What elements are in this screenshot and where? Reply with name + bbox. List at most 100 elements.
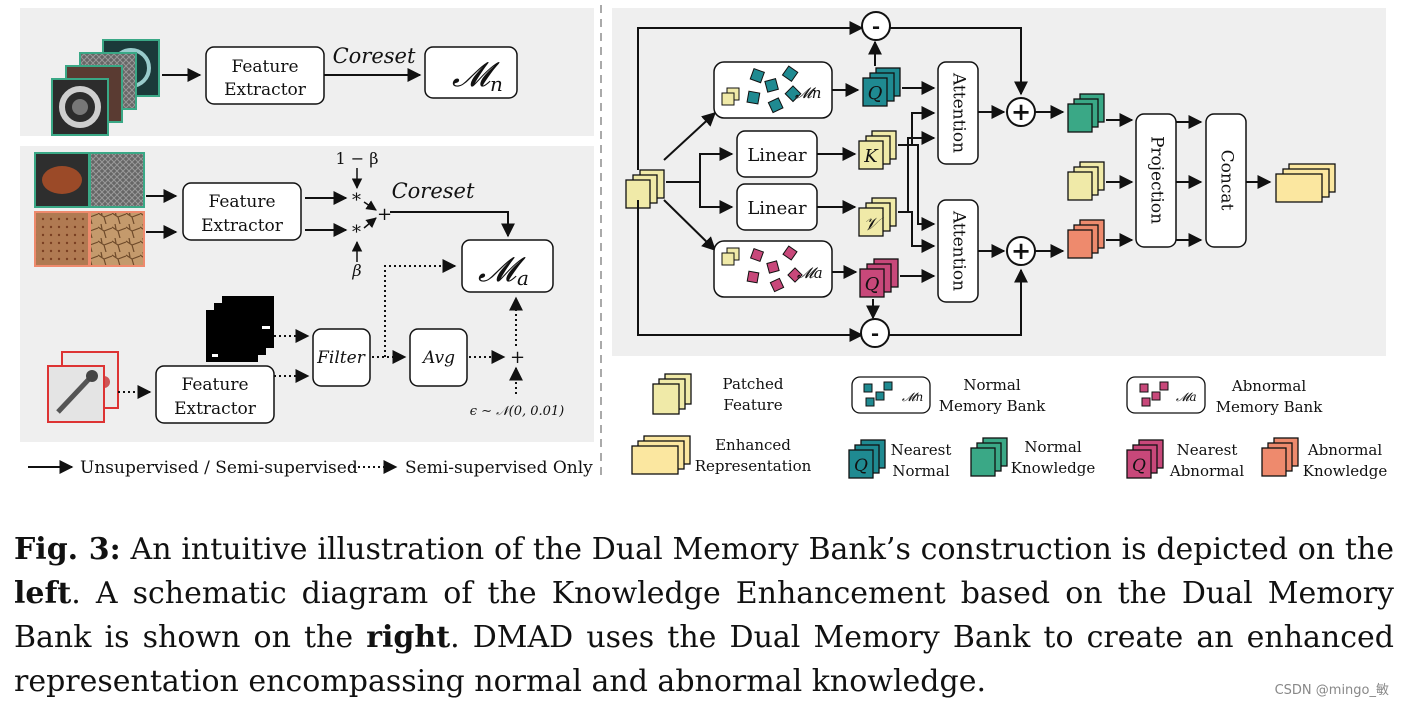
normal-knowledge-stack [1067,93,1105,133]
svg-text:Filter: Filter [316,348,366,368]
svg-text:Extractor: Extractor [201,216,284,236]
feature-extractor-mid: Feature Extractor [182,182,302,241]
legend-nearest-normal-2: Normal [892,462,949,480]
filter-box: Filter [312,328,371,387]
figure-caption: Fig. 3: An intuitive illustration of the… [14,528,1394,704]
minus-node-top: - [861,11,891,41]
times-bottom: * [352,222,361,243]
memory-bank-abnormal: 𝓜 a [461,239,554,293]
caption-label: Fig. 3: [14,532,121,567]
svg-text:𝓜n: 𝓜n [795,84,821,102]
feature-extractor-top: Feature Extractor [205,46,325,105]
svg-text:𝓜n: 𝓜n [902,390,923,404]
svg-text:Extractor: Extractor [224,80,307,100]
legend-normal-bank-2: Memory Bank [939,397,1047,415]
svg-text:Projection: Projection [1147,136,1167,224]
legend-normal-knowledge-icon [970,437,1008,477]
minus-node-bottom: - [860,318,890,348]
value-v: 𝒱 [858,197,897,237]
beta-label: β [351,261,361,280]
one-minus-beta: 1 − β [335,149,378,168]
legend-nearest-abnormal-2: Abnormal [1169,462,1244,480]
svg-text:Feature: Feature [208,192,275,212]
attention-box-bottom: Attention [937,199,979,303]
normal-memory-bank: 𝓜n [713,61,833,119]
legend-abnormal-knowledge-1: Abnormal [1307,441,1382,459]
patched-feature-middle [1067,161,1105,201]
linear-box-k: Linear [736,130,818,178]
svg-text:+: + [1011,97,1031,126]
svg-text:𝓜a: 𝓜a [797,264,823,282]
legend-patched-icon [652,373,692,415]
svg-text:-: - [871,321,879,345]
svg-text:n: n [490,72,503,96]
legend-abnormal-bank-2: Memory Bank [1216,398,1324,416]
legend-enhanced-1: Enhanced [715,436,791,454]
legend-patched-2: Feature [723,396,782,414]
legend-abnormal-knowledge-2: Knowledge [1303,462,1388,480]
nearest-abnormal-q: Q [859,258,899,298]
attention-box-top: Attention [937,61,979,165]
svg-text:Avg: Avg [421,348,455,368]
legend-normal-knowledge-1: Normal [1024,438,1081,456]
legend-solid: Unsupervised / Semi-supervised [80,458,358,478]
image-stack-top [51,39,160,136]
abnormal-memory-bank: 𝓜a [713,240,833,298]
svg-text:Linear: Linear [747,145,807,166]
nearest-normal-q: Q [862,67,901,107]
coreset-label-top: Coreset [333,44,416,68]
svg-text:Attention: Attention [949,72,969,153]
legend-normal-knowledge-2: Knowledge [1011,459,1096,477]
enhanced-representation-output [1275,163,1336,203]
projection-box: Projection [1135,113,1177,248]
svg-text:Concat: Concat [1217,150,1237,211]
svg-text:+: + [1011,236,1031,265]
plus-sum: + [377,204,392,225]
key-k: K [858,130,897,170]
legend-nearest-abnormal-icon: Q [1126,439,1164,479]
legend-abnormal-bank-icon: 𝓜a [1126,376,1206,414]
legend-abnormal-bank-1: Abnormal [1231,377,1306,395]
legend-nearest-abnormal-1: Nearest [1177,441,1238,459]
legend-nearest-normal-icon: Q [848,439,886,479]
svg-text:Feature: Feature [231,57,298,77]
legend-dotted: Semi-supervised Only [405,458,593,478]
figure-diagram: Feature Extractor Coreset 𝓜 n Feature Ex… [20,5,1388,480]
svg-text:Q: Q [868,83,883,104]
legend-patched-1: Patched [723,375,784,393]
times-top: * [352,190,361,211]
noise-label: ϵ ∼ 𝒩(0, 0.01) [470,404,565,419]
watermark: CSDN @mingo_敏 [1274,683,1389,698]
legend-normal-bank-1: Normal [963,376,1020,394]
concat-box: Concat [1205,113,1247,248]
legend-nearest-normal-1: Nearest [891,441,952,459]
svg-text:𝓜a: 𝓜a [1176,390,1197,404]
plus-node-bottom: + [1006,236,1036,266]
legend-abnormal-knowledge-icon [1261,437,1299,477]
caption-left-word: left [14,576,72,611]
svg-text:Extractor: Extractor [174,399,257,419]
abnormal-knowledge-stack [1067,219,1105,259]
image-pair-abnormal [34,211,145,267]
image-pair-normal [34,152,145,208]
legend-enhanced-icon [631,435,691,475]
screw-images [47,351,119,423]
caption-part2: . A schematic diagram of the Knowledge E… [14,576,1394,655]
avg-box: Avg [409,328,468,387]
svg-text:Q: Q [854,456,868,476]
caption-right-word: right [366,620,451,655]
caption-part3: . DMAD uses the Dual Memory Bank to crea… [14,620,1394,699]
caption-part1: An intuitive illustration of the Dual Me… [120,532,1394,567]
svg-text:K: K [863,146,879,167]
svg-text:a: a [517,266,529,290]
svg-text:Q: Q [865,274,880,295]
plus-node-top: + [1006,97,1036,127]
mask-stack [206,296,274,362]
memory-bank-normal: 𝓜 n [424,46,518,99]
linear-box-v: Linear [736,183,818,231]
legend-normal-bank-icon: 𝓜n [851,376,931,414]
coreset-label-bottom: Coreset [392,179,475,203]
svg-text:Attention: Attention [949,210,969,291]
svg-text:Q: Q [1132,456,1146,476]
plus-noise: + [510,347,525,368]
